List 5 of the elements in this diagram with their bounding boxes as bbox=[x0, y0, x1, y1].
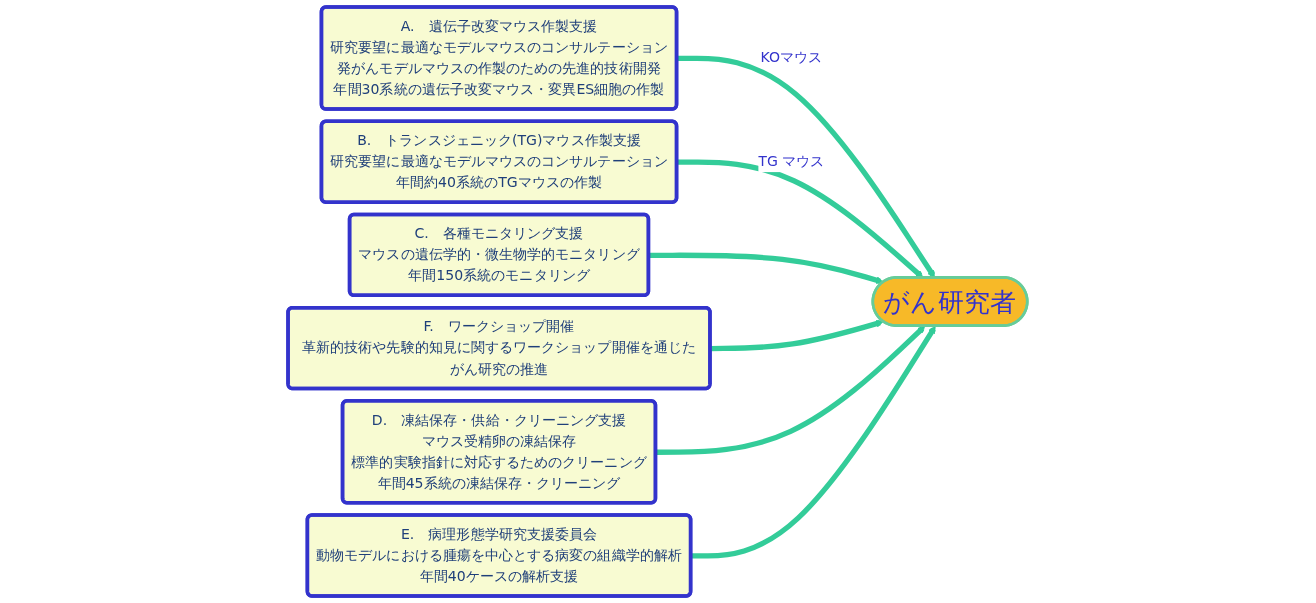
arrow bbox=[656, 325, 926, 455]
edge-label: KOマウス bbox=[760, 49, 823, 66]
arrow bbox=[649, 252, 885, 284]
edge-label: TG マウス bbox=[758, 152, 825, 170]
arrow bbox=[691, 325, 937, 559]
